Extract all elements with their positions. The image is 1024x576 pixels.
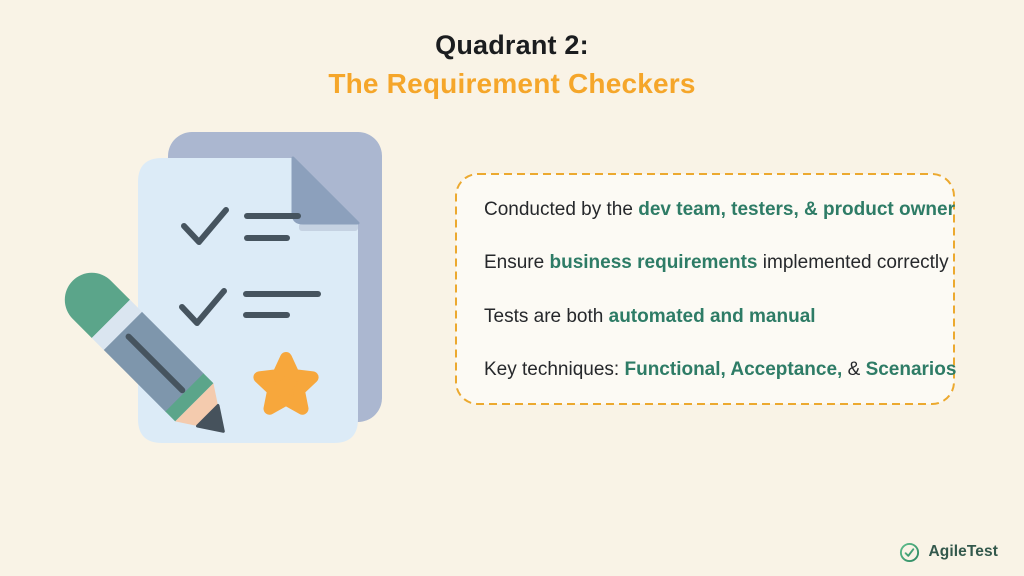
checklist-illustration [64,132,382,443]
brand-name: AgileTest [928,543,998,560]
bullet-emphasis: business requirements [549,252,758,273]
info-box-border [455,173,955,405]
circle-check-icon [900,542,920,562]
bullet-text: Key techniques: [484,359,625,380]
page-title: Quadrant 2: [435,30,589,60]
pencil-ferrule [91,299,143,351]
page-subtitle: The Requirement Checkers [328,68,696,99]
bullet-key-techniques: Key techniques: Functional, Acceptance, … [484,358,956,381]
bullet-business-requirements: Ensure business requirements implemented… [484,251,949,274]
checkmark-icon [181,207,229,245]
checkmark-icon [179,288,227,326]
bullet-emphasis: automated and manual [608,306,816,327]
bullet-text: Tests are both [484,306,609,327]
title-block: Quadrant 2: The Requirement Checkers [0,28,1024,101]
bullet-automated-manual: Tests are both automated and manual [484,305,816,328]
bullet-text: Ensure [484,252,550,273]
bullet-conducted-by: Conducted by the dev team, testers, & pr… [484,198,955,221]
pencil-eraser [64,272,130,338]
pencil-icon [64,272,225,433]
info-box: Conducted by the dev team, testers, & pr… [455,173,956,405]
bullet-text: implemented correctly [757,252,949,273]
bullet-emphasis: Functional, Acceptance, [624,359,843,380]
fold-shadow [299,223,358,231]
brand-logo: AgileTest [899,540,998,564]
bullet-text: Conducted by the [484,199,639,220]
pencil-stripe [125,333,186,394]
bullet-emphasis: dev team, testers, & product owner [638,199,955,220]
bullet-text: & [842,359,866,380]
pencil-band [165,373,214,422]
star-icon [253,352,319,415]
pencil-graphite [196,404,225,433]
bullet-emphasis: Scenarios [865,359,957,380]
